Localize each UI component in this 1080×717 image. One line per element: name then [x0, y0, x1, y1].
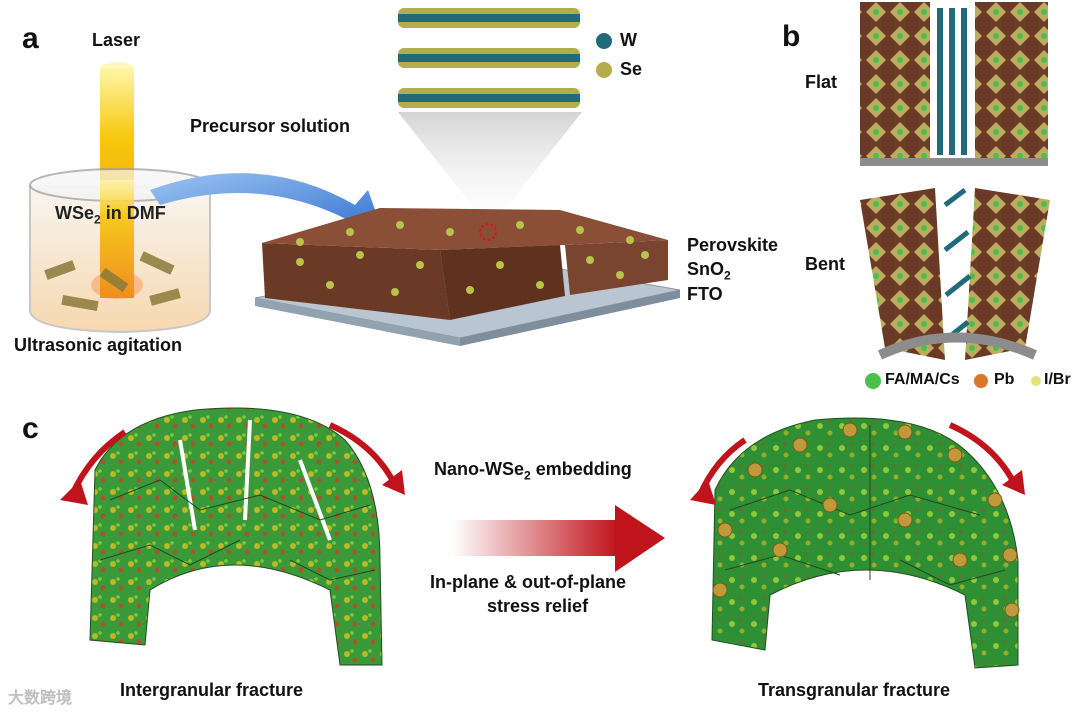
flat-label: Flat [805, 72, 837, 93]
layer-fto-label: FTO [687, 284, 723, 305]
device-stack [255, 208, 680, 346]
ultrasonic-label: Ultrasonic agitation [14, 335, 182, 356]
left-dome [90, 408, 382, 665]
left-caption: Intergranular fracture [120, 680, 303, 701]
bent-label: Bent [805, 254, 845, 275]
legend-se-label: Se [620, 59, 642, 80]
flat-structure [860, 2, 1048, 166]
process-arrow [452, 505, 665, 572]
embedding-label: Nano-WSe2 embedding [434, 459, 632, 483]
wse2-layer-stack [398, 8, 582, 228]
relief-label-line1: In-plane & out-of-plane [430, 572, 626, 593]
panel-label-b: b [782, 20, 800, 54]
layer-sno2-label: SnO2 [687, 259, 731, 283]
legend-fa-label: FA/MA/Cs [885, 371, 960, 389]
legend-pb-label: Pb [994, 371, 1014, 389]
bent-structure [860, 188, 1050, 360]
legend-ibr-label: I/Br [1044, 371, 1071, 389]
right-caption: Transgranular fracture [758, 680, 950, 701]
legend-pb-dot [974, 374, 988, 388]
legend-ibr-dot [1031, 376, 1041, 386]
precursor-label: Precursor solution [190, 116, 350, 137]
laser-label: Laser [92, 30, 140, 51]
beaker-label: WSe2 in DMF [55, 203, 166, 227]
relief-label-line2: stress relief [487, 596, 588, 617]
panel-label-a: a [22, 22, 39, 56]
watermark: 大数跨境 [8, 684, 72, 708]
layer-perovskite-label: Perovskite [687, 235, 778, 256]
legend-fa-dot [865, 373, 881, 389]
legend-w-dot [596, 33, 612, 49]
panel-label-c: c [22, 412, 39, 446]
legend-w-label: W [620, 30, 637, 51]
legend-se-dot [596, 62, 612, 78]
right-dome [712, 418, 1019, 668]
